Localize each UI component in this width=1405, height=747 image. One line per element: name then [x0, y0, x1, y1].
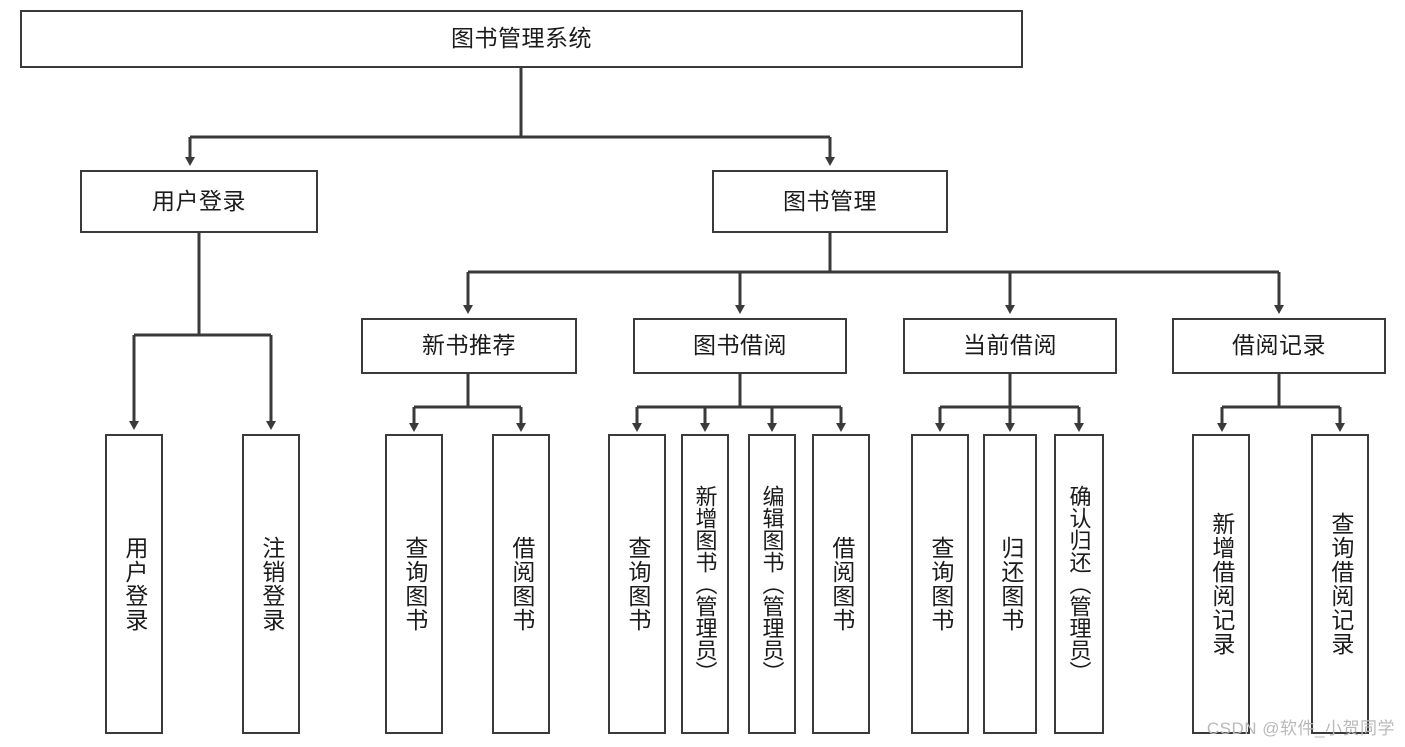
- node-label: 确认归还（管理员）: [1066, 485, 1092, 683]
- node-label: 借阅记录: [1232, 332, 1326, 359]
- node-label: 新增借阅记录: [1208, 512, 1235, 656]
- node-leaf-query-book-3[interactable]: 查询图书: [911, 434, 969, 734]
- node-label: 用户登录: [152, 187, 246, 214]
- node-leaf-borrow-book-1[interactable]: 借阅图书: [492, 434, 550, 734]
- node-leaf-borrow-book-2[interactable]: 借阅图书: [812, 434, 870, 734]
- node-leaf-return-book[interactable]: 归还图书: [983, 434, 1037, 734]
- node-label: 查询借阅记录: [1327, 512, 1354, 656]
- node-label: 新增图书（管理员）: [692, 485, 718, 683]
- node-label: 新书推荐: [422, 332, 516, 359]
- node-label: 当前借阅: [963, 332, 1057, 359]
- node-borrow-record[interactable]: 借阅记录: [1172, 318, 1386, 374]
- node-label: 查询图书: [624, 536, 651, 632]
- node-leaf-confirm-return[interactable]: 确认归还（管理员）: [1054, 434, 1104, 734]
- node-leaf-query-book-1[interactable]: 查询图书: [385, 434, 443, 734]
- node-leaf-query-book-2[interactable]: 查询图书: [608, 434, 666, 734]
- node-leaf-logout[interactable]: 注销登录: [242, 434, 300, 734]
- node-label: 图书管理: [783, 187, 877, 214]
- node-label: 图书管理系统: [451, 25, 592, 52]
- node-book-management-system[interactable]: 图书管理系统: [20, 10, 1023, 68]
- node-leaf-add-book[interactable]: 新增图书（管理员）: [681, 434, 729, 734]
- watermark: CSDN @软件_小贺同学: [1206, 719, 1395, 738]
- node-current-borrow[interactable]: 当前借阅: [903, 318, 1117, 374]
- node-label: 借阅图书: [508, 536, 535, 632]
- node-label: 借阅图书: [828, 536, 855, 632]
- node-label: 图书借阅: [693, 332, 787, 359]
- node-label: 用户登录: [121, 536, 148, 632]
- node-label: 查询图书: [927, 536, 954, 632]
- node-label: 注销登录: [258, 536, 285, 632]
- node-label: 归还图书: [997, 536, 1024, 632]
- node-label: 查询图书: [401, 536, 428, 632]
- node-leaf-query-record[interactable]: 查询借阅记录: [1311, 434, 1369, 734]
- node-leaf-user-login[interactable]: 用户登录: [105, 434, 163, 734]
- node-book-borrow[interactable]: 图书借阅: [633, 318, 847, 374]
- node-new-book-recommend[interactable]: 新书推荐: [361, 318, 577, 374]
- node-user-login[interactable]: 用户登录: [80, 170, 318, 233]
- node-leaf-edit-book[interactable]: 编辑图书（管理员）: [748, 434, 796, 734]
- node-book-management[interactable]: 图书管理: [712, 170, 948, 233]
- node-label: 编辑图书（管理员）: [759, 485, 785, 683]
- node-leaf-add-record[interactable]: 新增借阅记录: [1192, 434, 1250, 734]
